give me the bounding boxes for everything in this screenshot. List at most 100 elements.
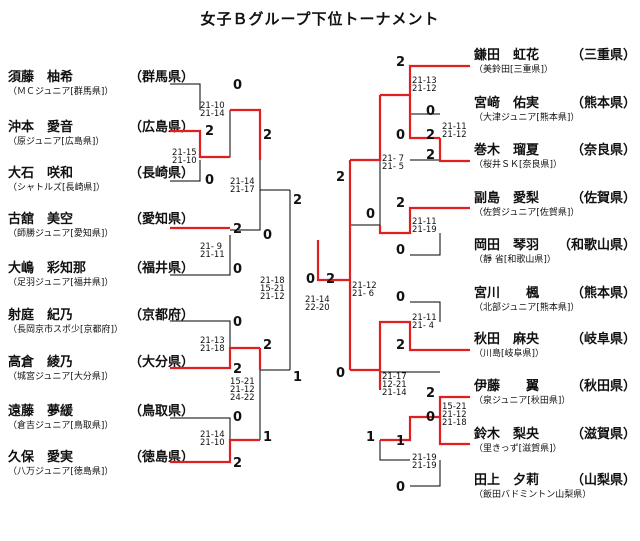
game-count-final-left: 0 (306, 272, 316, 287)
game-count-r9: 2 (396, 196, 406, 211)
page-title: 女子Ｂグループ下位トーナメント (200, 10, 440, 28)
match-score: 15-21 21-12 21-18 (442, 402, 467, 428)
match-score: 21-11 21-19 (412, 217, 437, 235)
match-score: 21-19 21-19 (412, 453, 437, 471)
player-club: （長岡京市スポ少[京都府]） (8, 325, 124, 335)
game-count-l4: 0 (263, 228, 273, 243)
game-count-l5: 2 (233, 222, 243, 237)
match-score: 21-11 21- 4 (412, 313, 437, 331)
match-score: 21-13 21-12 (412, 76, 437, 94)
player-prefecture: （奈良県） (570, 143, 636, 158)
player-club: （里きっず[滋賀県]） (474, 444, 562, 454)
match-score: 21-12 21- 6 (352, 281, 377, 299)
player-club: （大津ジュニア[熊本県]） (474, 113, 580, 123)
player-prefecture: （熊本県） (570, 286, 636, 301)
game-count-r10: 2 (396, 338, 406, 353)
player-club: （飯田バドミントン山梨県） (474, 490, 592, 500)
player-club: （足羽ジュニア[福井県]） (8, 278, 114, 288)
player-name: 岡田 琴羽 (474, 238, 540, 253)
game-count-r0: 2 (396, 55, 406, 70)
player-name: 大石 咲和 (8, 166, 74, 181)
player-prefecture: （岐阜県） (570, 332, 636, 347)
player-name: 宮川 楓 (474, 286, 540, 301)
player-name: 鎌田 虹花 (474, 48, 540, 63)
game-count-final-right: 2 (326, 272, 336, 287)
game-count-r1: 0 (396, 128, 406, 143)
game-count-r12: 0 (426, 410, 436, 425)
player-name: 副島 愛梨 (474, 191, 540, 206)
match-score: 21-14 22-20 (305, 295, 330, 313)
player-club: （シャトルズ[長崎県]） (8, 183, 106, 193)
game-count-l10: 2 (263, 338, 273, 353)
player-club: （北部ジュニア[熊本県]） (474, 303, 580, 313)
game-count-r3: 2 (426, 148, 436, 163)
player-prefecture: （秋田県） (570, 379, 636, 394)
game-count-r14: 2 (426, 386, 436, 401)
player-prefecture: （京都府） (128, 308, 194, 323)
player-prefecture: （滋賀県） (570, 427, 636, 442)
player-club: （ＭＣジュニア[群馬県]） (8, 87, 114, 97)
game-count-r15: 1 (396, 434, 406, 449)
game-count-l14: 1 (293, 370, 303, 385)
player-name: 伊藤 翼 (474, 379, 540, 394)
match-score: 15-21 21-12 24-22 (230, 377, 255, 403)
player-name: 高倉 綾乃 (8, 355, 74, 370)
player-name: 射庭 紀乃 (8, 308, 74, 323)
player-prefecture: （佐賀県） (570, 191, 636, 206)
game-count-r6: 2 (336, 170, 346, 185)
player-name: 遠藤 夢緩 (8, 404, 74, 419)
player-name: 巻木 瑠夏 (474, 143, 540, 158)
player-name: 古舘 美空 (8, 212, 74, 227)
player-prefecture: （長崎県） (128, 166, 194, 181)
player-name: 鈴木 梨央 (474, 427, 540, 442)
game-count-l8: 0 (233, 315, 243, 330)
player-prefecture: （群馬県） (128, 70, 194, 85)
game-count-l9: 2 (233, 362, 243, 377)
game-count-r16: 0 (396, 480, 406, 495)
match-score: 21-17 12-21 21-14 (382, 372, 407, 398)
game-count-r4: 0 (426, 104, 436, 119)
player-prefecture: （和歌山県） (557, 238, 636, 253)
game-count-r11: 0 (336, 366, 346, 381)
player-prefecture: （熊本県） (570, 96, 636, 111)
game-count-l12: 2 (233, 456, 243, 471)
player-club: （城宮ジュニア[大分県]） (8, 372, 114, 382)
game-count-l1: 2 (205, 124, 215, 139)
game-count-l2: 0 (205, 173, 215, 188)
player-club: （靜 省[和歌山県]） (474, 255, 556, 265)
match-score: 21-11 21-12 (442, 122, 467, 140)
player-name: 沖本 愛音 (8, 120, 74, 135)
match-score: 21- 9 21-11 (200, 242, 225, 260)
player-prefecture: （愛知県） (128, 212, 194, 227)
match-score: 21-15 21-10 (172, 148, 197, 166)
game-count-l6: 0 (233, 262, 243, 277)
player-prefecture: （三重県） (570, 48, 636, 63)
player-club: （佐賀ジュニア[佐賀県]） (474, 208, 580, 218)
game-count-l7: 2 (293, 193, 303, 208)
game-count-l3: 2 (263, 128, 273, 143)
game-count-r7: 0 (396, 243, 406, 258)
player-name: 宮﨑 佑実 (474, 96, 540, 111)
player-name: 田上 夕莉 (474, 473, 540, 488)
player-name: 須藤 柚希 (8, 70, 74, 85)
player-name: 大嶋 彩知那 (8, 261, 87, 276)
match-score: 21-13 21-18 (200, 336, 225, 354)
player-club: （師勝ジュニア[愛知県]） (8, 229, 114, 239)
game-count-r5: 0 (366, 207, 376, 222)
player-prefecture: （山梨県） (570, 473, 636, 488)
player-club: （泉ジュニア[秋田県]） (474, 396, 571, 406)
match-score: 21-14 21-10 (200, 430, 225, 448)
player-prefecture: （鳥取県） (128, 404, 194, 419)
game-count-l13: 1 (263, 430, 273, 445)
player-club: （桜井ＳＫ[奈良県]） (474, 160, 563, 170)
player-club: （倉吉ジュニア[鳥取県]） (8, 421, 114, 431)
game-count-l11: 0 (233, 410, 243, 425)
player-club: （川島[岐阜県]） (474, 349, 545, 359)
player-club: （美鈴田[三重県]） (474, 65, 554, 75)
player-prefecture: （福井県） (128, 261, 194, 276)
game-count-r2: 2 (426, 128, 436, 143)
match-score: 21-14 21-17 (230, 177, 255, 195)
player-club: （原ジュニア[広島県]） (8, 137, 105, 147)
match-score: 21-10 21-14 (200, 101, 225, 119)
